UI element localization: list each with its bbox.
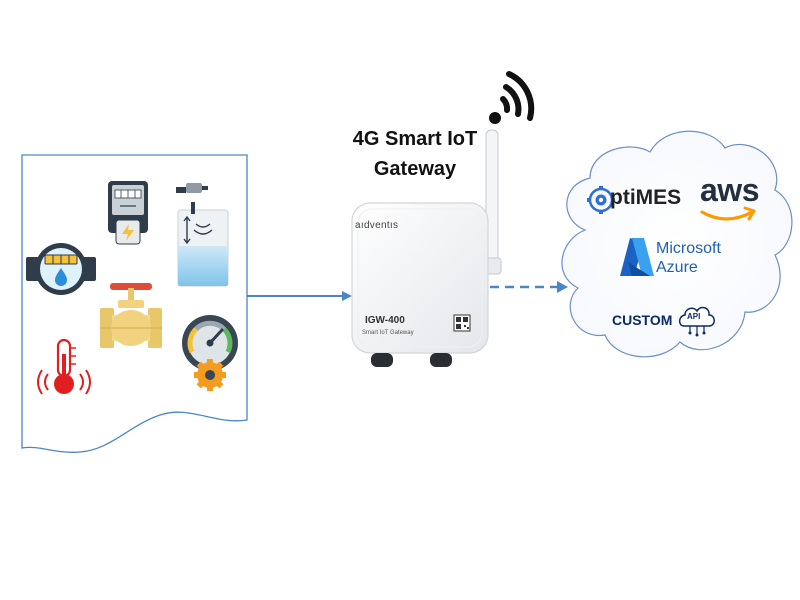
- gateway-to-cloud-arrow: [490, 281, 568, 293]
- azure-label: Azure: [656, 259, 698, 276]
- gateway-device: [351, 202, 489, 367]
- api-cloud-icon: [678, 306, 715, 337]
- gateway-title-line1: 4G Smart IoT: [352, 128, 478, 150]
- wifi-signal-icon: [489, 71, 535, 124]
- gateway-subtitle-label: Smart IoT Gateway: [362, 330, 414, 336]
- azure-logo-icon: [620, 238, 654, 276]
- water-meter-icon: [26, 243, 96, 295]
- gateway-title-line2: Gateway: [373, 158, 457, 180]
- gateway-brand-label: aıdventıs: [355, 220, 399, 231]
- tank-level-sensor-icon: [176, 183, 229, 287]
- microsoft-label: Microsoft: [656, 240, 721, 257]
- cloud-shape: [561, 130, 793, 358]
- valve-icon: [100, 283, 162, 348]
- optimes-label: ptiMES: [610, 186, 682, 209]
- aws-smile-icon: [700, 206, 756, 221]
- devices-to-gateway-arrow: [247, 291, 352, 301]
- thermometer-icon: [37, 338, 91, 395]
- gateway-model-label: IGW-400: [365, 315, 405, 326]
- aws-label: aws: [700, 172, 759, 208]
- optimes-logo-icon: [587, 186, 615, 214]
- electric-meter-icon: [108, 181, 148, 245]
- api-label: API: [687, 312, 701, 321]
- custom-label: CUSTOM: [612, 312, 673, 328]
- pressure-gauge-icon: [182, 315, 238, 391]
